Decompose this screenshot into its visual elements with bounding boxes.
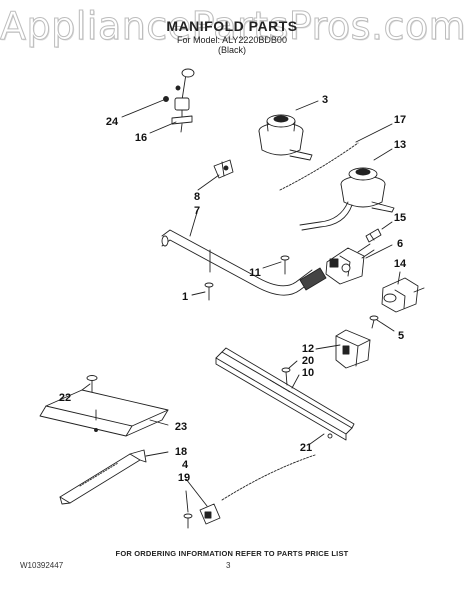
callout-10: 10 xyxy=(301,367,315,379)
screw-11 xyxy=(280,255,290,275)
callout-3: 3 xyxy=(321,94,329,106)
leader-24 xyxy=(121,98,167,118)
callout-6: 6 xyxy=(396,238,404,250)
leader-13 xyxy=(373,148,393,161)
manifold-clip xyxy=(213,159,234,179)
callout-5: 5 xyxy=(397,330,405,342)
diagram-title: MANIFOLD PARTS xyxy=(166,18,298,34)
leader-21 xyxy=(309,433,325,445)
leader-5 xyxy=(376,319,395,332)
ordering-instruction: FOR ORDERING INFORMATION REFER TO PARTS … xyxy=(115,549,349,558)
callout-18: 18 xyxy=(174,446,188,458)
screw-20 xyxy=(281,367,291,386)
leader-16 xyxy=(149,121,177,134)
color-subtitle: (Black) xyxy=(217,45,246,55)
callout-24: 24 xyxy=(105,116,119,128)
fitting-15 xyxy=(365,228,382,243)
gas-valve xyxy=(325,243,375,285)
leader-18 xyxy=(145,451,169,457)
spark-module xyxy=(335,329,371,369)
callout-4: 4 xyxy=(181,459,189,471)
callout-8: 8 xyxy=(193,191,201,203)
model-subtitle: For Model: ALY2220BDB00 xyxy=(177,35,287,45)
igniter-electrode xyxy=(163,68,195,133)
screw-1 xyxy=(204,282,214,301)
manifold-pipe xyxy=(161,229,327,296)
leader-20 xyxy=(288,360,298,369)
lower-wire xyxy=(221,454,316,501)
leader-19 xyxy=(185,490,189,513)
callout-20: 20 xyxy=(301,355,315,367)
callout-23: 23 xyxy=(174,421,188,433)
document-number: W10392447 xyxy=(20,561,64,570)
leader-17 xyxy=(355,123,393,143)
screw-5 xyxy=(369,315,379,329)
callout-16: 16 xyxy=(134,132,148,144)
burner-support-rail xyxy=(215,347,355,441)
callout-21: 21 xyxy=(299,442,313,454)
heat-shield xyxy=(39,389,169,437)
leader-23 xyxy=(149,419,169,426)
screw-22 xyxy=(86,375,98,393)
callout-14: 14 xyxy=(393,258,407,270)
callout-17: 17 xyxy=(393,114,407,126)
leader-4 xyxy=(185,478,208,507)
callout-22: 22 xyxy=(58,392,72,404)
callout-11: 11 xyxy=(249,267,261,279)
callout-7: 7 xyxy=(193,205,201,217)
callout-1: 1 xyxy=(181,291,189,303)
leader-11 xyxy=(262,261,282,269)
leader-10 xyxy=(291,374,300,389)
callout-15: 15 xyxy=(393,212,407,224)
callout-12: 12 xyxy=(301,343,315,355)
leader-7 xyxy=(189,208,199,237)
leader-15 xyxy=(381,221,393,230)
leader-1 xyxy=(191,291,206,296)
front-burner-base xyxy=(299,167,395,231)
leader-3 xyxy=(295,100,319,111)
callout-13: 13 xyxy=(393,139,407,151)
lower-igniter xyxy=(183,503,221,529)
valve-14 xyxy=(381,277,425,313)
rear-burner-base xyxy=(258,114,313,161)
thermocouple-wire xyxy=(279,142,359,191)
leader-14 xyxy=(397,271,401,285)
leader-6 xyxy=(365,244,393,259)
page-number: 3 xyxy=(226,561,231,570)
leader-8 xyxy=(197,174,220,191)
leader-12 xyxy=(315,344,341,350)
burner-tube xyxy=(59,449,147,505)
callout-19: 19 xyxy=(177,472,191,484)
